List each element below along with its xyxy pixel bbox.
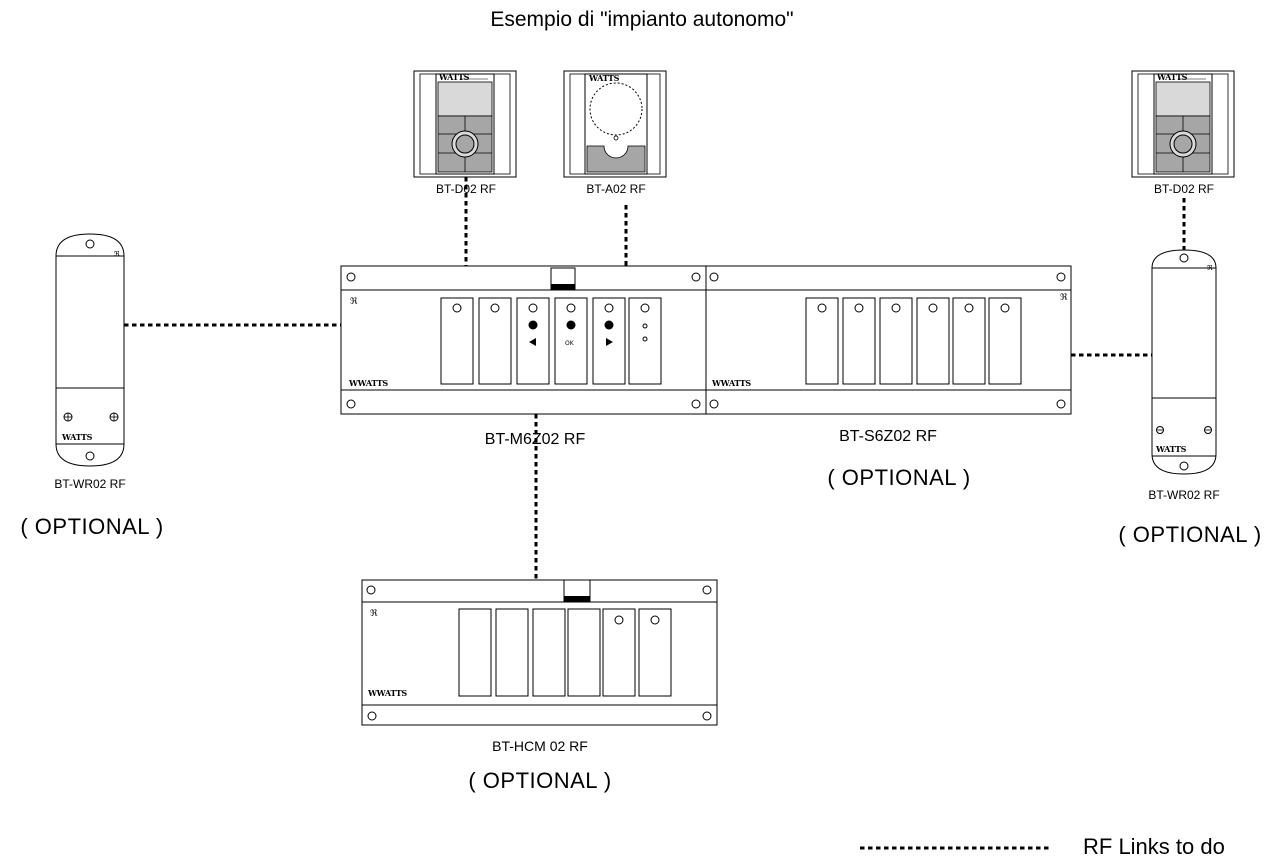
master-unit-label: BT-M6Z02 RF [484, 431, 586, 448]
thermostat-d02-right-device [1131, 70, 1235, 178]
repeater-right-device: WATTS ℜ [1151, 249, 1217, 475]
repeater-right-optional-note: ( OPTIONAL ) [1118, 522, 1262, 547]
svg-text:WATTS: WATTS [61, 432, 93, 442]
svg-text:ℜ: ℜ [1207, 264, 1213, 272]
svg-text:ℜ: ℜ [370, 609, 378, 619]
svg-text:WWATTS: WWATTS [711, 378, 751, 388]
thermostat-a02-label: BT-A02 RF [586, 182, 646, 196]
hcm-module-label: BT-HCM 02 RF [492, 738, 588, 754]
hcm-module-optional-note: ( OPTIONAL ) [468, 768, 612, 793]
svg-text:WATTS: WATTS [1155, 444, 1187, 454]
thermostat-a02-device: WATTS [563, 70, 667, 178]
diagram-title: Esempio di "impianto autonomo" [490, 8, 794, 31]
thermostat-d02-right-label: BT-D02 RF [1153, 182, 1214, 196]
svg-text:WWATTS: WWATTS [348, 378, 388, 388]
repeater-right-label: BT-WR02 RF [1148, 488, 1220, 502]
legend-label: RF Links to do [1083, 834, 1225, 859]
svg-text:WATTS: WATTS [588, 73, 620, 83]
repeater-left-label: BT-WR02 RF [54, 477, 126, 491]
repeater-left-device: WATTS ℜ [55, 233, 125, 467]
repeater-left-optional-note: ( OPTIONAL ) [20, 514, 164, 539]
thermostat-d02-left-label: BT-D02 RF [435, 182, 496, 196]
slave-unit-optional-note: ( OPTIONAL ) [827, 465, 971, 490]
thermostat-d02-left-device [413, 70, 517, 178]
slave-unit-device: ℜ WWATTS [705, 265, 1072, 415]
rf-links [124, 177, 1186, 580]
svg-text:WWATTS: WWATTS [367, 688, 407, 698]
slave-unit-label: BT-S6Z02 RF [839, 428, 937, 445]
master-unit-device: ℜ WWATTS OK [340, 265, 707, 415]
hcm-module-device: ℜ WWATTS [361, 579, 718, 726]
svg-text:ℜ: ℜ [1060, 293, 1068, 303]
svg-text:OK: OK [565, 340, 575, 347]
svg-text:ℜ: ℜ [114, 250, 120, 258]
svg-text:ℜ: ℜ [350, 297, 358, 307]
